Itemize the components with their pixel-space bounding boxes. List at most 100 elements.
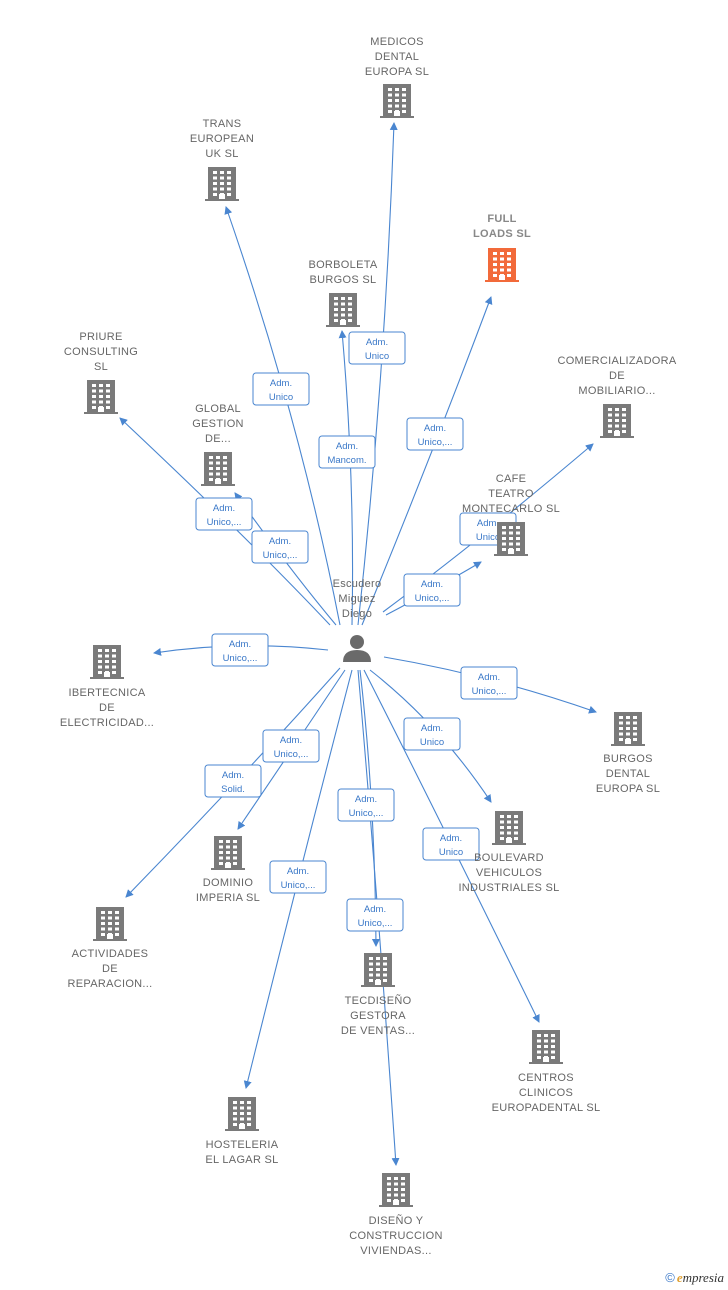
diseno-building[interactable] <box>379 1173 413 1207</box>
relation-label-box <box>318 435 376 469</box>
fullloads-building[interactable] <box>485 248 519 282</box>
medicos-building[interactable] <box>380 84 414 118</box>
dominio-building[interactable] <box>211 836 245 870</box>
relation-label-line: Unico,... <box>207 517 242 528</box>
centros-building[interactable] <box>529 1030 563 1064</box>
hosteleria-building[interactable] <box>225 1097 259 1131</box>
building-window <box>348 302 352 306</box>
company-label-line: ACTIVIDADES <box>72 948 149 960</box>
edge-to-trans <box>224 206 341 626</box>
relation-label-medicos[interactable]: Adm.Unico <box>348 331 406 365</box>
company-comercial[interactable]: COMERCIALIZADORADEMOBILIARIO... <box>557 355 677 438</box>
building-window <box>240 1112 244 1115</box>
company-actividades[interactable]: ACTIVIDADESDEREPARACION... <box>68 907 153 990</box>
relation-label-line: Unico,... <box>349 808 384 819</box>
relation-label-ibertecnica[interactable]: Adm.Unico,... <box>211 633 269 667</box>
edge-to-fullloads <box>361 296 493 626</box>
building-window <box>402 93 406 97</box>
actividades-building[interactable] <box>93 907 127 941</box>
building-window <box>507 274 511 277</box>
company-global[interactable]: GLOBALGESTIONDE... <box>192 403 244 486</box>
relation-label-boulevard[interactable]: Adm.Unico <box>403 717 461 751</box>
building-window <box>502 542 506 546</box>
building-window <box>112 671 116 674</box>
relation-label-line: Adm. <box>440 833 462 844</box>
building-window <box>108 916 112 920</box>
building-base <box>494 554 528 556</box>
tecdiseno-building[interactable] <box>361 953 395 987</box>
building-window <box>387 1199 391 1202</box>
relation-label-burgos[interactable]: Adm.Unico,... <box>460 666 518 700</box>
building-door <box>506 838 512 843</box>
building-window <box>401 1199 405 1202</box>
building-window <box>115 922 119 925</box>
relation-label-diseno[interactable]: Adm.Unico,... <box>346 898 404 932</box>
relation-labels: Adm.UnicoAdm.UnicoAdm.Unico,...Adm.Manco… <box>195 331 518 932</box>
footer-brand: ©empresia <box>665 1270 724 1286</box>
company-label-line: TEATRO <box>488 488 534 500</box>
building-door <box>104 672 110 677</box>
building-window <box>394 1182 398 1186</box>
company-label-line: DE <box>609 370 625 382</box>
company-diseno[interactable]: DISEÑO YCONSTRUCCIONVIVIENDAS... <box>349 1173 442 1257</box>
building-window <box>341 313 345 317</box>
priure-building[interactable] <box>84 380 118 414</box>
relation-label-centros[interactable]: Adm.Unico <box>422 827 480 861</box>
relation-label-hosteleria[interactable]: Adm.Unico,... <box>269 860 327 894</box>
comercial-building[interactable] <box>600 404 634 438</box>
building-window <box>516 548 520 551</box>
building-window <box>626 727 630 730</box>
relation-label-line: Unico,... <box>358 918 393 929</box>
relation-label-priure[interactable]: Adm.Unico,... <box>195 497 253 531</box>
borboleta-building[interactable] <box>326 293 360 327</box>
building-window <box>209 472 213 476</box>
cafe-building[interactable] <box>494 522 528 556</box>
relation-label-global[interactable]: Adm.Unico,... <box>251 530 309 564</box>
boulevard-building[interactable] <box>492 811 526 845</box>
relation-label-actividades[interactable]: Adm.Solid. <box>204 764 262 798</box>
building-window <box>98 665 102 669</box>
building-window <box>115 933 119 936</box>
company-label-line: HOSTELERIA <box>206 1139 279 1151</box>
relation-label-borboleta[interactable]: Adm.Mancom. <box>318 435 376 469</box>
building-window <box>213 171 217 174</box>
building-door <box>225 863 231 868</box>
building-window <box>233 856 237 860</box>
building-base <box>225 1129 259 1131</box>
building-window <box>502 526 506 529</box>
relation-label-tecdiseno[interactable]: Adm.Unico,... <box>337 788 395 822</box>
relation-label-cafe[interactable]: Adm.Unico,... <box>403 573 461 607</box>
company-ibertecnica[interactable]: IBERTECNICADEELECTRICIDAD... <box>60 645 154 729</box>
relation-label-fullloads[interactable]: Adm.Unico,... <box>406 417 464 451</box>
building-window <box>92 406 96 409</box>
building-window <box>376 957 380 960</box>
relation-label-line: Adm. <box>421 579 443 590</box>
burgos-building[interactable] <box>611 712 645 746</box>
building-base <box>529 1062 563 1064</box>
global-building[interactable] <box>201 452 235 486</box>
building-base <box>93 939 127 941</box>
building-window <box>626 732 630 736</box>
trans-building[interactable] <box>205 167 239 201</box>
relation-label-dominio[interactable]: Adm.Unico,... <box>262 729 320 763</box>
company-label-line: BOULEVARD <box>474 852 544 864</box>
ibertecnica-building[interactable] <box>90 645 124 679</box>
building-window <box>227 187 231 191</box>
building-window <box>92 400 96 404</box>
building-window <box>394 1193 398 1197</box>
building-window <box>223 472 227 476</box>
relation-label-trans[interactable]: Adm.Unico <box>252 372 310 406</box>
